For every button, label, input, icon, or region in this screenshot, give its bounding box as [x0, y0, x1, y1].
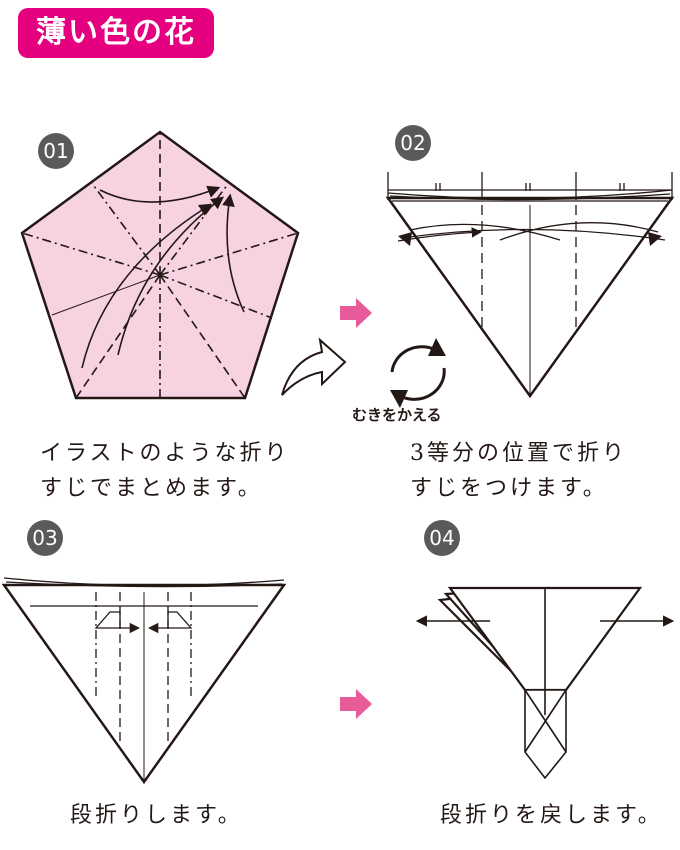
step-03-caption: 段折りします。: [70, 798, 243, 833]
step-04-diagram: [415, 586, 675, 780]
step-02-caption: 3等分の位置で折り すじをつけます。: [410, 436, 627, 506]
step-02-triangle-diagram: [385, 172, 675, 399]
step-03-badge: 03: [27, 520, 63, 556]
next-step-arrow-icon: [340, 298, 372, 328]
flip-arrow-icon: [281, 337, 347, 396]
step-01-badge: 01: [38, 133, 74, 169]
step-02-caption-line-2: すじをつけます。: [410, 476, 608, 501]
step-02-badge: 02: [395, 125, 431, 161]
rotate-icon: [390, 338, 446, 408]
step-01-caption-line-1: イラストのような折り: [40, 441, 290, 466]
step-01-caption-line-2: すじでまとめます。: [40, 476, 263, 501]
step-04-caption-line-1: 段折りを戻します。: [440, 803, 663, 828]
step-03-caption-line-1: 段折りします。: [70, 803, 243, 828]
step-03-triangle-diagram: [1, 577, 287, 785]
step-01-caption: イラストのような折り すじでまとめます。: [40, 436, 290, 506]
step-01-pentagon-diagram: [20, 130, 300, 400]
step-04-caption: 段折りを戻します。: [440, 798, 663, 833]
flip-label: むきをかえる: [352, 406, 442, 424]
step-02-caption-line-1: 3等分の位置で折り: [410, 441, 627, 466]
step-04-badge: 04: [424, 520, 460, 556]
next-step-arrow-icon-2: [340, 689, 372, 719]
page-title: 薄い色の花: [18, 8, 214, 58]
